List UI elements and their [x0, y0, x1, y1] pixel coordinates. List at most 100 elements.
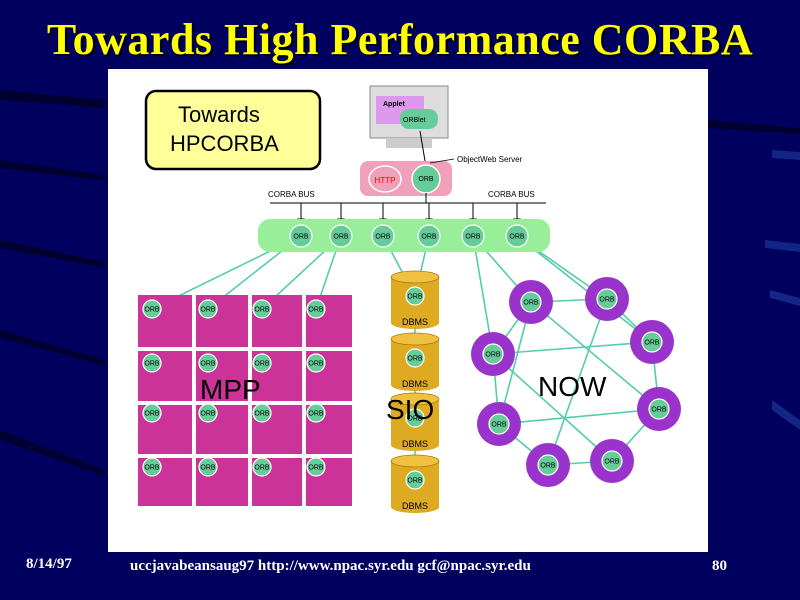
mpp-orb-r2-c3 — [252, 353, 272, 373]
footer-page-number: 80 — [712, 558, 727, 574]
connection-line — [492, 341, 653, 355]
dbms-label-2: DBMS — [402, 379, 428, 389]
mpp-orbs: ORB ORB ORB ORB ORB ORB ORB ORB ORB ORB ORB ORB ORB O… — [142, 299, 326, 477]
now-orb-5-label: ORB — [651, 407, 667, 414]
now-orb-1 — [520, 291, 542, 313]
sio-orb-2 — [405, 348, 425, 368]
mpp-orb-r4-c4 — [306, 457, 326, 477]
bus-right-label: CORBA BUS — [488, 190, 535, 199]
mpp-orb-r1-c4-label: ORB — [308, 307, 324, 314]
mpp-orb-r3-c1 — [142, 403, 162, 423]
mpp-orb-r4-c1 — [142, 457, 162, 477]
bus-orb-3-label: ORB — [375, 234, 391, 241]
sio-orb-1-label: ORB — [407, 294, 423, 301]
now-label: NOW — [538, 371, 607, 402]
now-orb-3-label: ORB — [644, 340, 660, 347]
mpp-orb-r3-c3-label: ORB — [254, 411, 270, 418]
mpp-orb-r3-c2-label: ORB — [200, 411, 216, 418]
connection-line — [530, 301, 660, 410]
mpp-orb-r2-c4 — [306, 353, 326, 373]
mpp-orb-r3-c4 — [306, 403, 326, 423]
now-orb-6 — [488, 413, 510, 435]
mpp-orb-r4-c4-label: ORB — [308, 465, 324, 472]
orblet-label: ORBlet — [403, 117, 426, 124]
now-orb-8 — [537, 454, 559, 476]
mpp-orb-r1-c1-label: ORB — [144, 307, 160, 314]
connection-line — [547, 298, 608, 466]
hpcorba-callout: Towards HPCORBA — [144, 89, 322, 171]
bus-orb-5-label: ORB — [465, 234, 481, 241]
mpp-orb-r2-c2-label: ORB — [200, 361, 216, 368]
bus-orb-1 — [289, 224, 313, 248]
bus-orb-4 — [417, 224, 441, 248]
connection-line — [492, 353, 613, 462]
mpp-orb-r2-c1 — [142, 353, 162, 373]
dbms-label-3: DBMS — [402, 439, 428, 449]
mpp-label: MPP — [200, 374, 261, 405]
footer-date: 8/14/97 — [26, 556, 72, 572]
mpp-orb-r1-c4 — [306, 299, 326, 319]
mpp-orb-r2-c2 — [198, 353, 218, 373]
now-orb-7-label: ORB — [604, 459, 620, 466]
sio-orb-4 — [405, 470, 425, 490]
now-orb-4-label: ORB — [485, 352, 501, 359]
sio-orb-1 — [405, 286, 425, 306]
connection-line — [498, 408, 660, 425]
diagram-panel: Towards HPCORBA Applet ORBlet ObjectWeb … — [108, 69, 708, 552]
dbms-cylinder-base-3 — [391, 439, 439, 451]
mpp-orb-r4-c3-label: ORB — [254, 465, 270, 472]
connection-line — [516, 235, 653, 343]
mpp-orb-r4-c2 — [198, 457, 218, 477]
dbms-cylinder-top-2 — [390, 332, 440, 346]
dbms-cylinder-base-1 — [391, 317, 439, 329]
sio-label: SIO — [386, 394, 434, 425]
footer-text: uccjavabeansaug97 http://www.npac.syr.ed… — [130, 558, 531, 574]
mpp-orb-r2-c1-label: ORB — [144, 361, 160, 368]
bus-orb-3 — [371, 224, 395, 248]
now-orb-2 — [596, 288, 618, 310]
bus-orb-6-label: ORB — [509, 234, 525, 241]
mpp-orb-r1-c3-label: ORB — [254, 307, 270, 314]
mpp-orb-r4-c1-label: ORB — [144, 465, 160, 472]
hpcorba-diagram: Towards HPCORBA Applet ORBlet ObjectWeb … — [138, 85, 681, 513]
now-orb-2-label: ORB — [599, 297, 615, 304]
sio-orb-4-label: ORB — [407, 478, 423, 485]
now-orb-3 — [641, 331, 663, 353]
mpp-orb-r3-c3 — [252, 403, 272, 423]
mpp-orb-r2-c3-label: ORB — [254, 361, 270, 368]
mpp-orb-r3-c4-label: ORB — [308, 411, 324, 418]
now-orb-7 — [601, 450, 623, 472]
mpp-orb-r1-c2-label: ORB — [200, 307, 216, 314]
now-orb-5 — [648, 398, 670, 420]
mpp-orb-r3-c2 — [198, 403, 218, 423]
client-monitor: Applet ORBlet — [369, 85, 449, 168]
dbms-label-1: DBMS — [402, 317, 428, 327]
applet-label: Applet — [383, 101, 405, 108]
callout-line1: Towards — [178, 102, 260, 127]
mpp-orb-r4-c2-label: ORB — [200, 465, 216, 472]
server-orb-label: ORB — [418, 176, 434, 183]
callout-line2: HPCORBA — [170, 131, 279, 156]
objectweb-server: ObjectWeb Server HTTP ORB — [360, 155, 523, 196]
dbms-cylinder-top-4 — [390, 454, 440, 468]
sio-orb-3-label: ORB — [407, 416, 423, 423]
sio-orb-3 — [405, 408, 425, 428]
now-orb-1-label: ORB — [523, 300, 539, 307]
mpp-orb-r4-c3 — [252, 457, 272, 477]
bus-orb-5 — [461, 224, 485, 248]
mpp-orb-r2-c4-label: ORB — [308, 361, 324, 368]
http-label: HTTP — [375, 176, 396, 185]
mpp-orb-r1-c2 — [198, 299, 218, 319]
bus-orb-6 — [505, 224, 529, 248]
mpp-orb-r1-c3 — [252, 299, 272, 319]
bus-orb-2-label: ORB — [333, 234, 349, 241]
now-orb-4 — [482, 343, 504, 365]
dbms-cylinder-top-1 — [390, 270, 440, 284]
slide-title: Towards High Performance CORBA — [46, 15, 754, 64]
bus-orb-1-label: ORB — [293, 234, 309, 241]
